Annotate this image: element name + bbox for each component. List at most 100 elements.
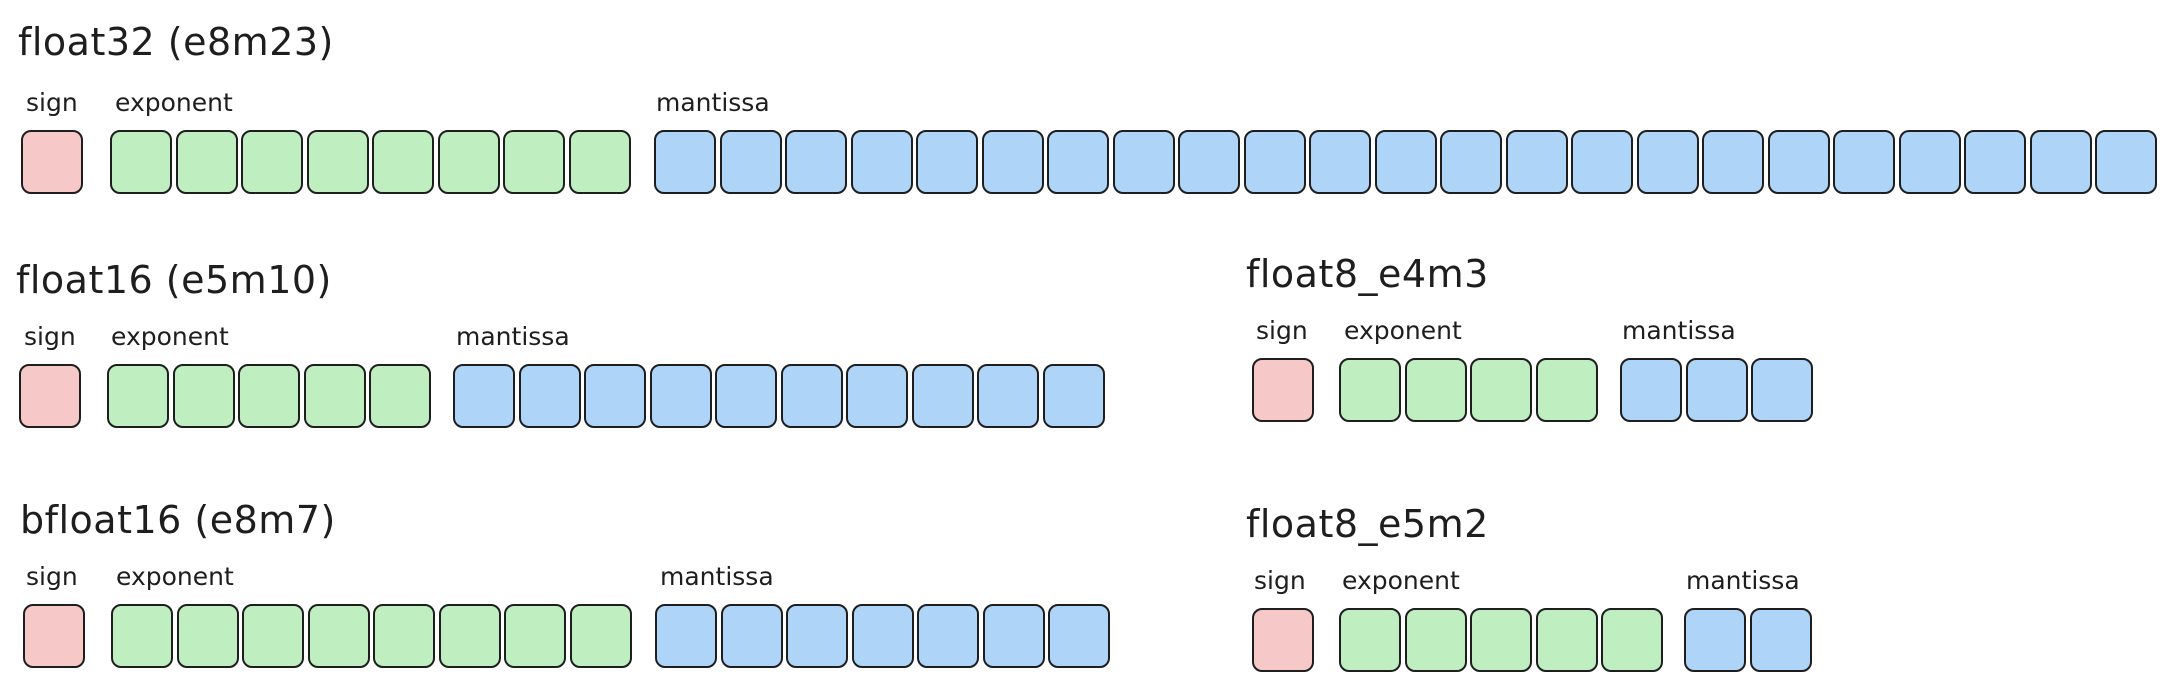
mantissa-bit (1833, 130, 1895, 194)
format-title: float32 (e8m23) (18, 20, 334, 64)
sign-bits (19, 364, 81, 428)
mantissa-label: mantissa (660, 562, 774, 591)
exponent-bit (1535, 608, 1598, 672)
exponent-bit (1470, 608, 1532, 672)
exponent-bit (373, 604, 435, 668)
mantissa-bit (1684, 608, 1746, 672)
exponent-bit (107, 364, 169, 428)
format-title: float8_e4m3 (1246, 252, 1489, 296)
mantissa-bit (2095, 130, 2157, 194)
mantissa-bit (518, 364, 581, 428)
exponent-bit (110, 130, 172, 194)
mantissa-bit (1685, 358, 1748, 422)
exponent-bits (111, 604, 632, 668)
mantissa-bit (1047, 130, 1109, 194)
exponent-bits (107, 364, 431, 428)
exponent-bit (242, 604, 304, 668)
mantissa-bit (1243, 130, 1306, 194)
sign-bits (1252, 358, 1314, 422)
exponent-bit (568, 130, 631, 194)
sign-label: sign (1256, 316, 1308, 345)
mantissa-bit (917, 604, 979, 668)
exponent-bit (1339, 608, 1401, 672)
mantissa-bit (1636, 130, 1699, 194)
mantissa-bit (1505, 130, 1568, 194)
exponent-bit (438, 604, 501, 668)
exponent-bit (307, 604, 370, 668)
exponent-bit (241, 130, 303, 194)
exponent-bit (503, 130, 565, 194)
exponent-bit (1470, 358, 1532, 422)
mantissa-bit (1112, 130, 1175, 194)
exponent-bit (175, 130, 238, 194)
exponent-bit (1404, 358, 1467, 422)
mantissa-bit (654, 130, 716, 194)
mantissa-bit (1440, 130, 1502, 194)
format-title: bfloat16 (e8m7) (20, 498, 336, 542)
exponent-bit (1535, 358, 1598, 422)
mantissa-bits (1684, 608, 1812, 672)
mantissa-bit (1964, 130, 2026, 194)
mantissa-bit (916, 130, 978, 194)
mantissa-bit (453, 364, 515, 428)
exponent-label: exponent (1344, 316, 1462, 345)
mantissa-bit (1702, 130, 1764, 194)
mantissa-bit (981, 130, 1044, 194)
mantissa-bit (1571, 130, 1633, 194)
mantissa-bit (1898, 130, 1961, 194)
exponent-bit (111, 604, 173, 668)
sign-bits (21, 130, 83, 194)
exponent-bit (437, 130, 500, 194)
mantissa-bit (785, 130, 847, 194)
mantissa-bit (911, 364, 974, 428)
exponent-label: exponent (116, 562, 234, 591)
exponent-bit (172, 364, 235, 428)
mantissa-bit (2029, 130, 2092, 194)
mantissa-bit (846, 364, 908, 428)
mantissa-bit (1374, 130, 1437, 194)
sign-label: sign (1254, 566, 1306, 595)
mantissa-label: mantissa (656, 88, 770, 117)
mantissa-bit (1048, 604, 1110, 668)
mantissa-bit (1042, 364, 1105, 428)
exponent-bit (1339, 358, 1401, 422)
exponent-label: exponent (111, 322, 229, 351)
exponent-bit (238, 364, 300, 428)
exponent-bits (1339, 358, 1598, 422)
mantissa-bit (851, 604, 914, 668)
exponent-label: exponent (115, 88, 233, 117)
mantissa-bit (655, 604, 717, 668)
mantissa-bit (786, 604, 848, 668)
mantissa-bits (655, 604, 1110, 668)
sign-bit (23, 604, 85, 668)
exponent-bits (1339, 608, 1663, 672)
sign-bit (21, 130, 83, 194)
sign-label: sign (26, 88, 78, 117)
exponent-bit (176, 604, 239, 668)
exponent-bit (1601, 608, 1663, 672)
mantissa-bit (982, 604, 1045, 668)
format-title: float8_e5m2 (1246, 502, 1489, 546)
mantissa-bit (1751, 358, 1813, 422)
exponent-label: exponent (1342, 566, 1460, 595)
exponent-bit (369, 364, 431, 428)
sign-label: sign (26, 562, 78, 591)
sign-bit (1252, 608, 1314, 672)
mantissa-label: mantissa (1686, 566, 1800, 595)
exponent-bit (372, 130, 434, 194)
mantissa-bit (584, 364, 646, 428)
mantissa-bits (453, 364, 1105, 428)
sign-bit (19, 364, 81, 428)
mantissa-label: mantissa (456, 322, 570, 351)
sign-label: sign (24, 322, 76, 351)
mantissa-label: mantissa (1622, 316, 1736, 345)
exponent-bit (1404, 608, 1467, 672)
mantissa-bit (1620, 358, 1682, 422)
mantissa-bit (720, 604, 783, 668)
mantissa-bit (719, 130, 782, 194)
exponent-bit (569, 604, 632, 668)
exponent-bit (504, 604, 566, 668)
mantissa-bit (715, 364, 777, 428)
mantissa-bit (850, 130, 913, 194)
